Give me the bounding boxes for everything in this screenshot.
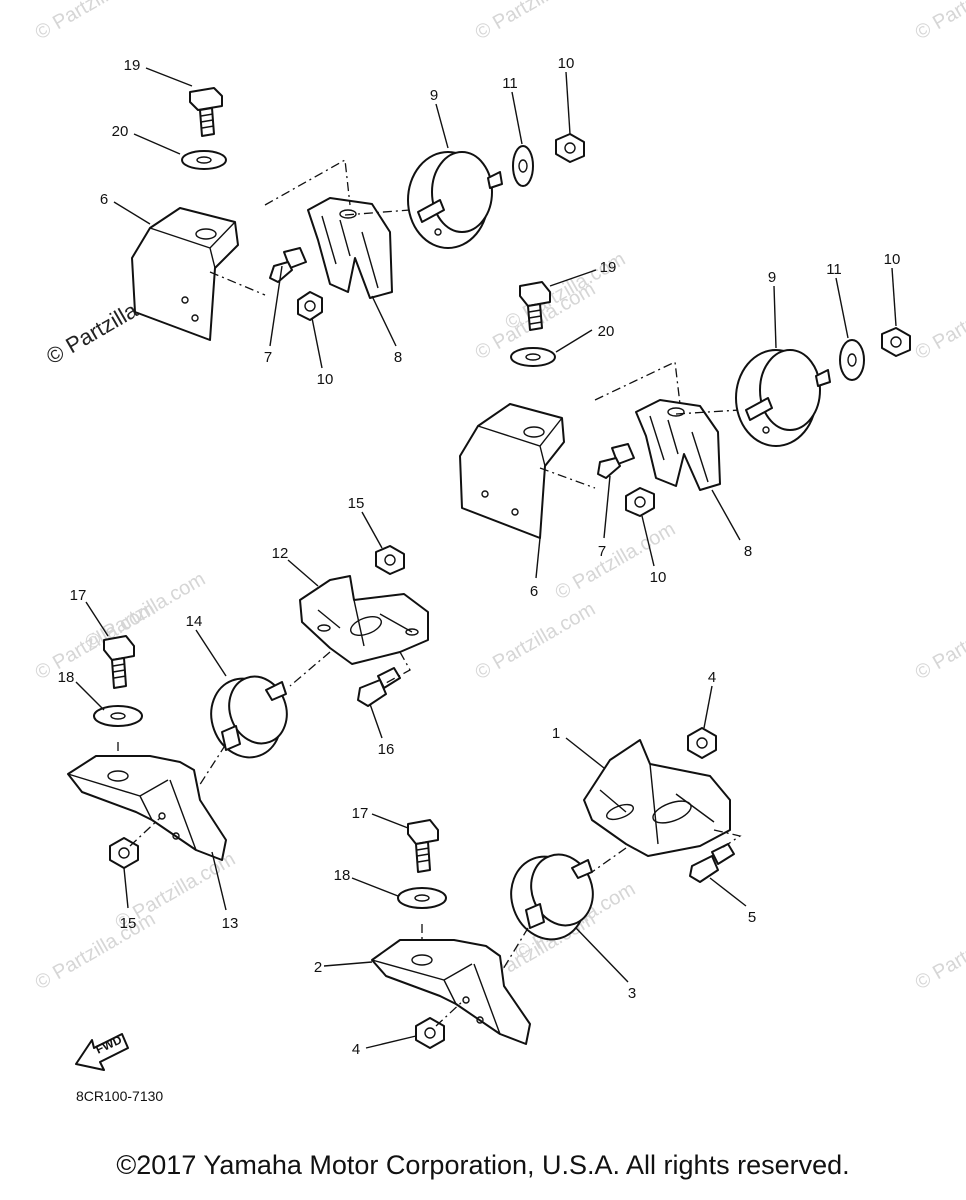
nut-10 <box>881 327 911 357</box>
callout-20: 20 <box>598 323 615 340</box>
bracket-2 <box>371 939 531 1045</box>
callout-20: 20 <box>112 123 129 140</box>
assembly-middle-left <box>67 545 429 869</box>
assembly-lower-right <box>371 727 742 1049</box>
bracket-13 <box>67 755 227 861</box>
bracket-6 <box>131 207 239 341</box>
bolt-19 <box>189 87 223 137</box>
watermark: © Partzilla.com <box>552 518 680 604</box>
callout-19: 19 <box>600 259 617 276</box>
nut-10 <box>297 291 323 321</box>
callout-6: 6 <box>100 191 108 208</box>
callout-11: 11 <box>502 75 518 92</box>
leader-lines <box>75 67 897 1049</box>
callout-10: 10 <box>650 569 667 586</box>
watermark: © Partzilla.com <box>472 598 600 684</box>
callout-10: 10 <box>884 251 901 268</box>
watermark: © Partzilla.com <box>82 568 210 654</box>
bolt-7 <box>597 443 635 479</box>
bracket-12 <box>299 575 429 665</box>
bolt-17 <box>407 819 439 873</box>
bolt-5 <box>689 843 735 883</box>
watermark: © Partzilla.com <box>32 0 160 44</box>
callout-16: 16 <box>378 741 395 758</box>
nut-10 <box>555 133 585 163</box>
bolt-7 <box>269 247 307 283</box>
damper-14 <box>210 675 288 759</box>
bolt-16 <box>357 667 401 707</box>
callout-18: 18 <box>334 867 351 884</box>
fwd-arrow-icon: FWD <box>75 1032 129 1071</box>
callout-4: 4 <box>708 669 716 686</box>
assembly-upper-left <box>131 87 585 341</box>
bracket-8 <box>635 399 721 491</box>
bolt-17 <box>103 635 135 689</box>
callout-2: 2 <box>314 959 322 976</box>
bracket-1 <box>583 739 731 857</box>
callout-labels: 19 20 6 7 10 8 9 11 10 19 20 9 11 10 7 1… <box>58 55 901 1058</box>
callout-5: 5 <box>748 909 756 926</box>
callout-19: 19 <box>124 57 141 74</box>
bracket-8 <box>307 197 393 299</box>
watermark: © Partzilla.com <box>912 278 966 364</box>
callout-17: 17 <box>70 587 87 604</box>
callout-10: 10 <box>558 55 575 72</box>
callout-11: 11 <box>826 261 842 278</box>
assembly-upper-right <box>459 281 911 539</box>
callout-10: 10 <box>317 371 334 388</box>
callout-13: 13 <box>222 915 239 932</box>
nut-4 <box>687 727 717 759</box>
damper-9 <box>407 151 503 249</box>
callout-15: 15 <box>348 495 365 512</box>
callout-18: 18 <box>58 669 75 686</box>
callout-7: 7 <box>598 543 606 560</box>
watermark: © Partzilla.com <box>912 908 966 994</box>
watermark: © Partzilla.com <box>912 598 966 684</box>
callout-14: 14 <box>186 613 203 630</box>
callout-6: 6 <box>530 583 538 600</box>
drawing-code: 8CR100-7130 <box>76 1088 164 1104</box>
nut-4 <box>415 1017 445 1049</box>
washer-11 <box>839 339 865 381</box>
damper-9 <box>735 349 831 447</box>
bolt-19 <box>519 281 551 331</box>
watermark: © Partzilla.com <box>912 0 966 44</box>
nut-10 <box>625 487 655 517</box>
callout-12: 12 <box>272 545 289 562</box>
callout-15: 15 <box>120 915 137 932</box>
callout-9: 9 <box>430 87 438 104</box>
callout-8: 8 <box>744 543 752 560</box>
washer-20 <box>181 150 227 170</box>
washer-11 <box>512 145 534 187</box>
callout-4: 4 <box>352 1041 360 1058</box>
callout-17: 17 <box>352 805 369 822</box>
callout-3: 3 <box>628 985 636 1002</box>
washer-18 <box>397 887 447 909</box>
callout-7: 7 <box>264 349 272 366</box>
watermark: © Partzilla.com <box>472 0 600 44</box>
washer-20 <box>510 347 556 367</box>
damper-3 <box>510 853 594 941</box>
copyright-notice: ©2017 Yamaha Motor Corporation, U.S.A. A… <box>116 1150 850 1180</box>
callout-9: 9 <box>768 269 776 286</box>
callout-1: 1 <box>552 725 560 742</box>
nut-15 <box>375 545 405 575</box>
washer-18 <box>93 705 143 727</box>
callout-8: 8 <box>394 349 402 366</box>
bracket-6 <box>459 403 565 539</box>
